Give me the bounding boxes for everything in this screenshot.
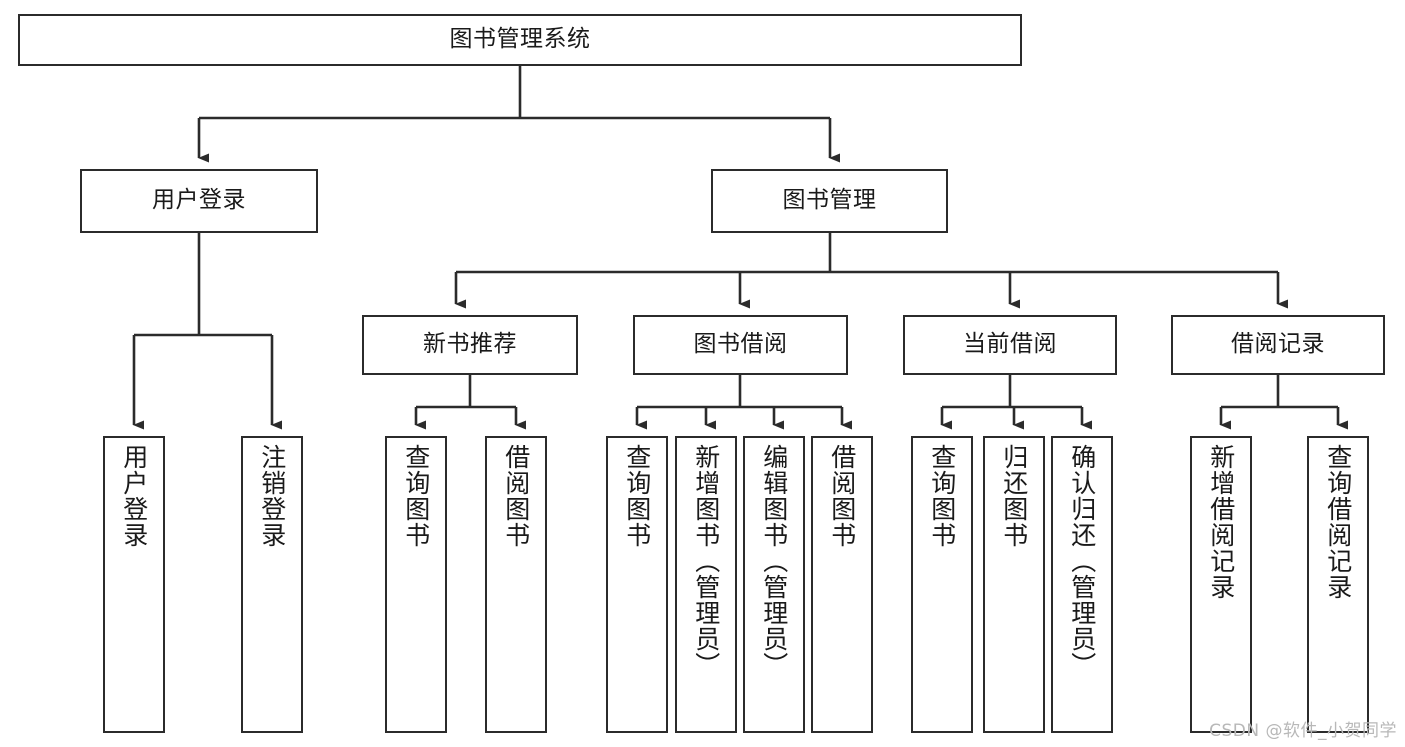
node-label-leaf-query-borrow-record: 查询借阅记录 (1323, 444, 1353, 600)
node-label-borrow-record: 借阅记录 (1231, 331, 1325, 358)
csdn-watermark: CSDN @软件_小贺同学 (1209, 721, 1397, 741)
node-leaf-edit-book-admin[interactable]: 编辑图书（管理员） (743, 436, 805, 733)
node-borrow-record[interactable]: 借阅记录 (1171, 315, 1385, 375)
node-book-borrow[interactable]: 图书借阅 (633, 315, 848, 375)
node-leaf-query-book-recommend[interactable]: 查询图书 (385, 436, 447, 733)
node-label-book-management: 图书管理 (782, 187, 877, 214)
node-label-user-login: 用户登录 (152, 187, 246, 214)
node-leaf-user-login[interactable]: 用户登录 (103, 436, 165, 733)
node-label-leaf-borrow-book: 借阅图书 (827, 444, 857, 548)
node-leaf-confirm-return-admin[interactable]: 确认归还（管理员） (1051, 436, 1113, 733)
node-leaf-query-book-borrow[interactable]: 查询图书 (606, 436, 668, 733)
node-book-management[interactable]: 图书管理 (711, 169, 948, 233)
node-label-leaf-query-book-borrow: 查询图书 (622, 444, 652, 548)
node-label-root: 图书管理系统 (449, 26, 591, 53)
node-label-leaf-query-book-current: 查询图书 (927, 444, 957, 548)
node-label-leaf-logout-login: 注销登录 (257, 444, 287, 548)
node-leaf-add-borrow-record[interactable]: 新增借阅记录 (1190, 436, 1252, 733)
node-label-leaf-borrow-book-recommend: 借阅图书 (501, 444, 531, 548)
node-label-book-borrow: 图书借阅 (693, 331, 788, 358)
node-leaf-borrow-book[interactable]: 借阅图书 (811, 436, 873, 733)
node-leaf-return-book[interactable]: 归还图书 (983, 436, 1045, 733)
node-label-new-book-recommend: 新书推荐 (423, 331, 517, 358)
node-label-leaf-edit-book-admin: 编辑图书（管理员） (759, 444, 789, 678)
node-leaf-query-book-current[interactable]: 查询图书 (911, 436, 973, 733)
node-label-leaf-confirm-return-admin: 确认归还（管理员） (1067, 444, 1097, 678)
node-label-leaf-add-book-admin: 新增图书（管理员） (691, 444, 721, 678)
node-root[interactable]: 图书管理系统 (18, 14, 1022, 66)
node-current-borrow[interactable]: 当前借阅 (903, 315, 1117, 375)
node-label-leaf-query-book-recommend: 查询图书 (401, 444, 431, 548)
node-label-leaf-return-book: 归还图书 (999, 444, 1029, 548)
node-leaf-query-borrow-record[interactable]: 查询借阅记录 (1307, 436, 1369, 733)
node-leaf-borrow-book-recommend[interactable]: 借阅图书 (485, 436, 547, 733)
node-user-login[interactable]: 用户登录 (80, 169, 318, 233)
node-label-leaf-user-login: 用户登录 (119, 444, 149, 548)
node-new-book-recommend[interactable]: 新书推荐 (362, 315, 578, 375)
node-leaf-add-book-admin[interactable]: 新增图书（管理员） (675, 436, 737, 733)
node-leaf-logout-login[interactable]: 注销登录 (241, 436, 303, 733)
node-label-current-borrow: 当前借阅 (963, 331, 1057, 358)
node-label-leaf-add-borrow-record: 新增借阅记录 (1206, 444, 1236, 600)
